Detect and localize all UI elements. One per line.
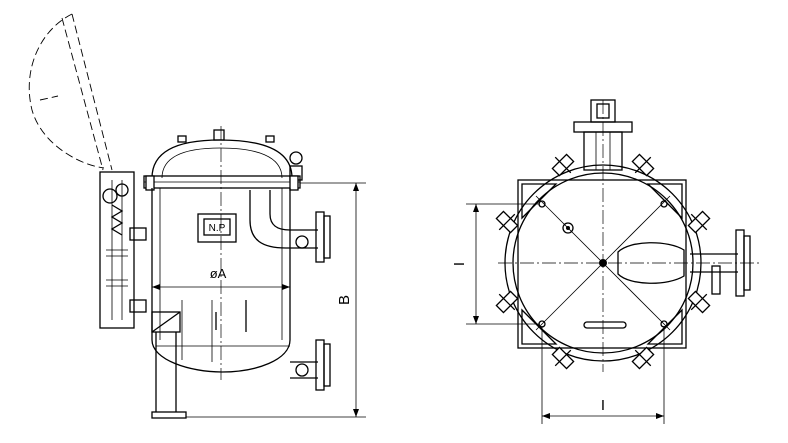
top-flange xyxy=(143,175,301,191)
vertical-dimension: I xyxy=(451,203,540,325)
nameplate: N.P xyxy=(197,213,237,243)
vessel-body xyxy=(151,188,291,373)
open-lid-dashed xyxy=(28,13,113,171)
inlet-elbow xyxy=(249,190,331,263)
square-base xyxy=(517,179,687,349)
swing-bolts xyxy=(495,153,711,370)
outlet-pipe xyxy=(290,339,331,391)
diameter-label: øA xyxy=(210,266,227,281)
top-hinge xyxy=(573,99,633,171)
center-dot xyxy=(599,259,607,267)
height-label: B xyxy=(336,295,353,305)
horizontal-dimension: I xyxy=(541,326,665,424)
vertical-dimension-label: I xyxy=(451,262,468,266)
inner-port xyxy=(562,222,685,329)
top-view: I I xyxy=(451,99,760,424)
dome-head xyxy=(151,129,303,181)
hinge-arm xyxy=(99,171,147,329)
support-leg xyxy=(151,311,187,419)
side-flange xyxy=(690,229,751,297)
height-dimension: B xyxy=(186,182,366,418)
nameplate-label: N.P xyxy=(209,223,226,234)
top-centerlines xyxy=(498,100,760,372)
small-dot xyxy=(566,226,570,230)
horizontal-dimension-label: I xyxy=(601,397,605,414)
side-view: N.P øA B xyxy=(28,13,366,419)
